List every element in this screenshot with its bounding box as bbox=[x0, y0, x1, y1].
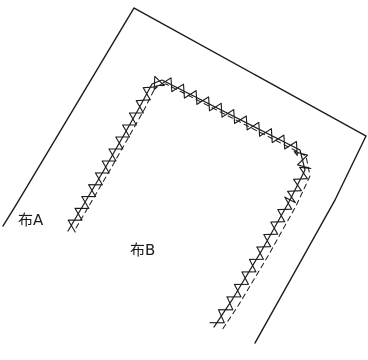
seam-dashed-line bbox=[76, 84, 310, 330]
cloth-b-outline bbox=[3, 8, 366, 343]
seam-line bbox=[68, 80, 305, 327]
zigzag-stitches bbox=[68, 76, 311, 322]
zigzag-stitch-line bbox=[68, 76, 311, 322]
cloth-a-label: 布A bbox=[18, 213, 43, 228]
cloth-b-label: 布B bbox=[130, 243, 155, 258]
